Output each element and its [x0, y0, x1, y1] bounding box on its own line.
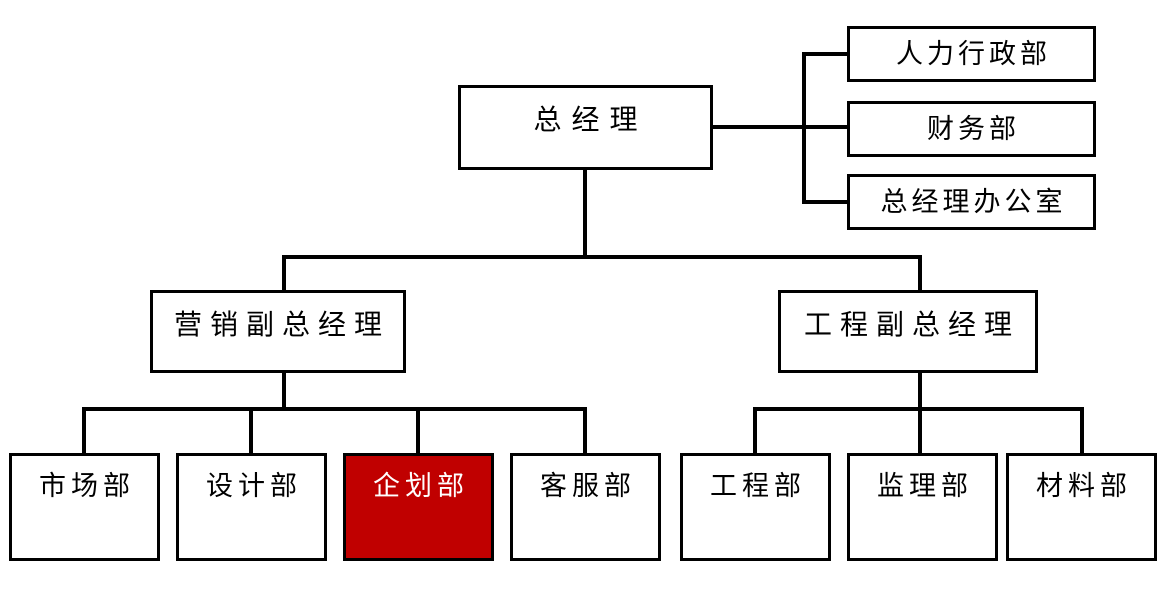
node-engineering-vp: 工程副总经理: [778, 290, 1038, 373]
node-engineering-dept: 工程部: [680, 453, 831, 561]
node-general-manager: 总经理: [458, 85, 713, 170]
connector-engineering-vp-down: [918, 373, 922, 453]
node-market-dept: 市场部: [9, 453, 160, 561]
connector-marketing-vp-down: [282, 373, 286, 411]
node-gm-office: 总经理办公室: [847, 174, 1096, 230]
node-marketing-vp: 营销副总经理: [150, 290, 406, 373]
connector-engineering-horizontal: [753, 407, 1084, 411]
node-supervision-dept: 监理部: [847, 453, 998, 561]
connector-drop-engineering-vp: [918, 255, 922, 290]
connector-drop-engineering-dept: [753, 407, 757, 453]
connector-drop-materials-dept: [1080, 407, 1084, 453]
node-supervision-dept-label: 监理部: [877, 471, 973, 501]
node-planning-dept-label: 企划部: [373, 471, 469, 501]
node-finance-dept-label: 财务部: [927, 113, 1020, 144]
connector-drop-service-dept: [583, 407, 587, 453]
connector-drop-planning-dept: [416, 407, 420, 453]
node-market-dept-label: 市场部: [39, 471, 135, 501]
connector-level2-horizontal: [282, 255, 922, 259]
node-service-dept: 客服部: [510, 453, 661, 561]
connector-stub-gm-office: [802, 200, 847, 204]
node-gm-office-label: 总经理办公室: [880, 186, 1067, 217]
node-service-dept-label: 客服部: [540, 471, 636, 501]
connector-gm-to-staff-group: [713, 125, 847, 129]
node-design-dept-label: 设计部: [206, 471, 302, 501]
node-hr-admin-dept: 人力行政部: [847, 26, 1096, 82]
node-engineering-vp-label: 工程副总经理: [803, 310, 1020, 341]
node-engineering-dept-label: 工程部: [710, 471, 806, 501]
connector-staff-trunk: [802, 52, 806, 204]
node-materials-dept-label: 材料部: [1036, 471, 1132, 501]
connector-stub-hr-admin: [802, 52, 847, 56]
connector-drop-marketing-vp: [282, 255, 286, 290]
node-materials-dept: 材料部: [1006, 453, 1157, 561]
node-planning-dept: 企划部: [343, 453, 494, 561]
connector-drop-market-dept: [82, 407, 86, 453]
connector-drop-design-dept: [249, 407, 253, 453]
node-hr-admin-dept-label: 人力行政部: [896, 38, 1051, 69]
node-design-dept: 设计部: [176, 453, 327, 561]
connector-gm-down: [583, 170, 587, 259]
node-finance-dept: 财务部: [847, 101, 1096, 157]
node-general-manager-label: 总经理: [533, 105, 648, 136]
connector-marketing-horizontal: [82, 407, 587, 411]
node-marketing-vp-label: 营销副总经理: [173, 310, 390, 341]
